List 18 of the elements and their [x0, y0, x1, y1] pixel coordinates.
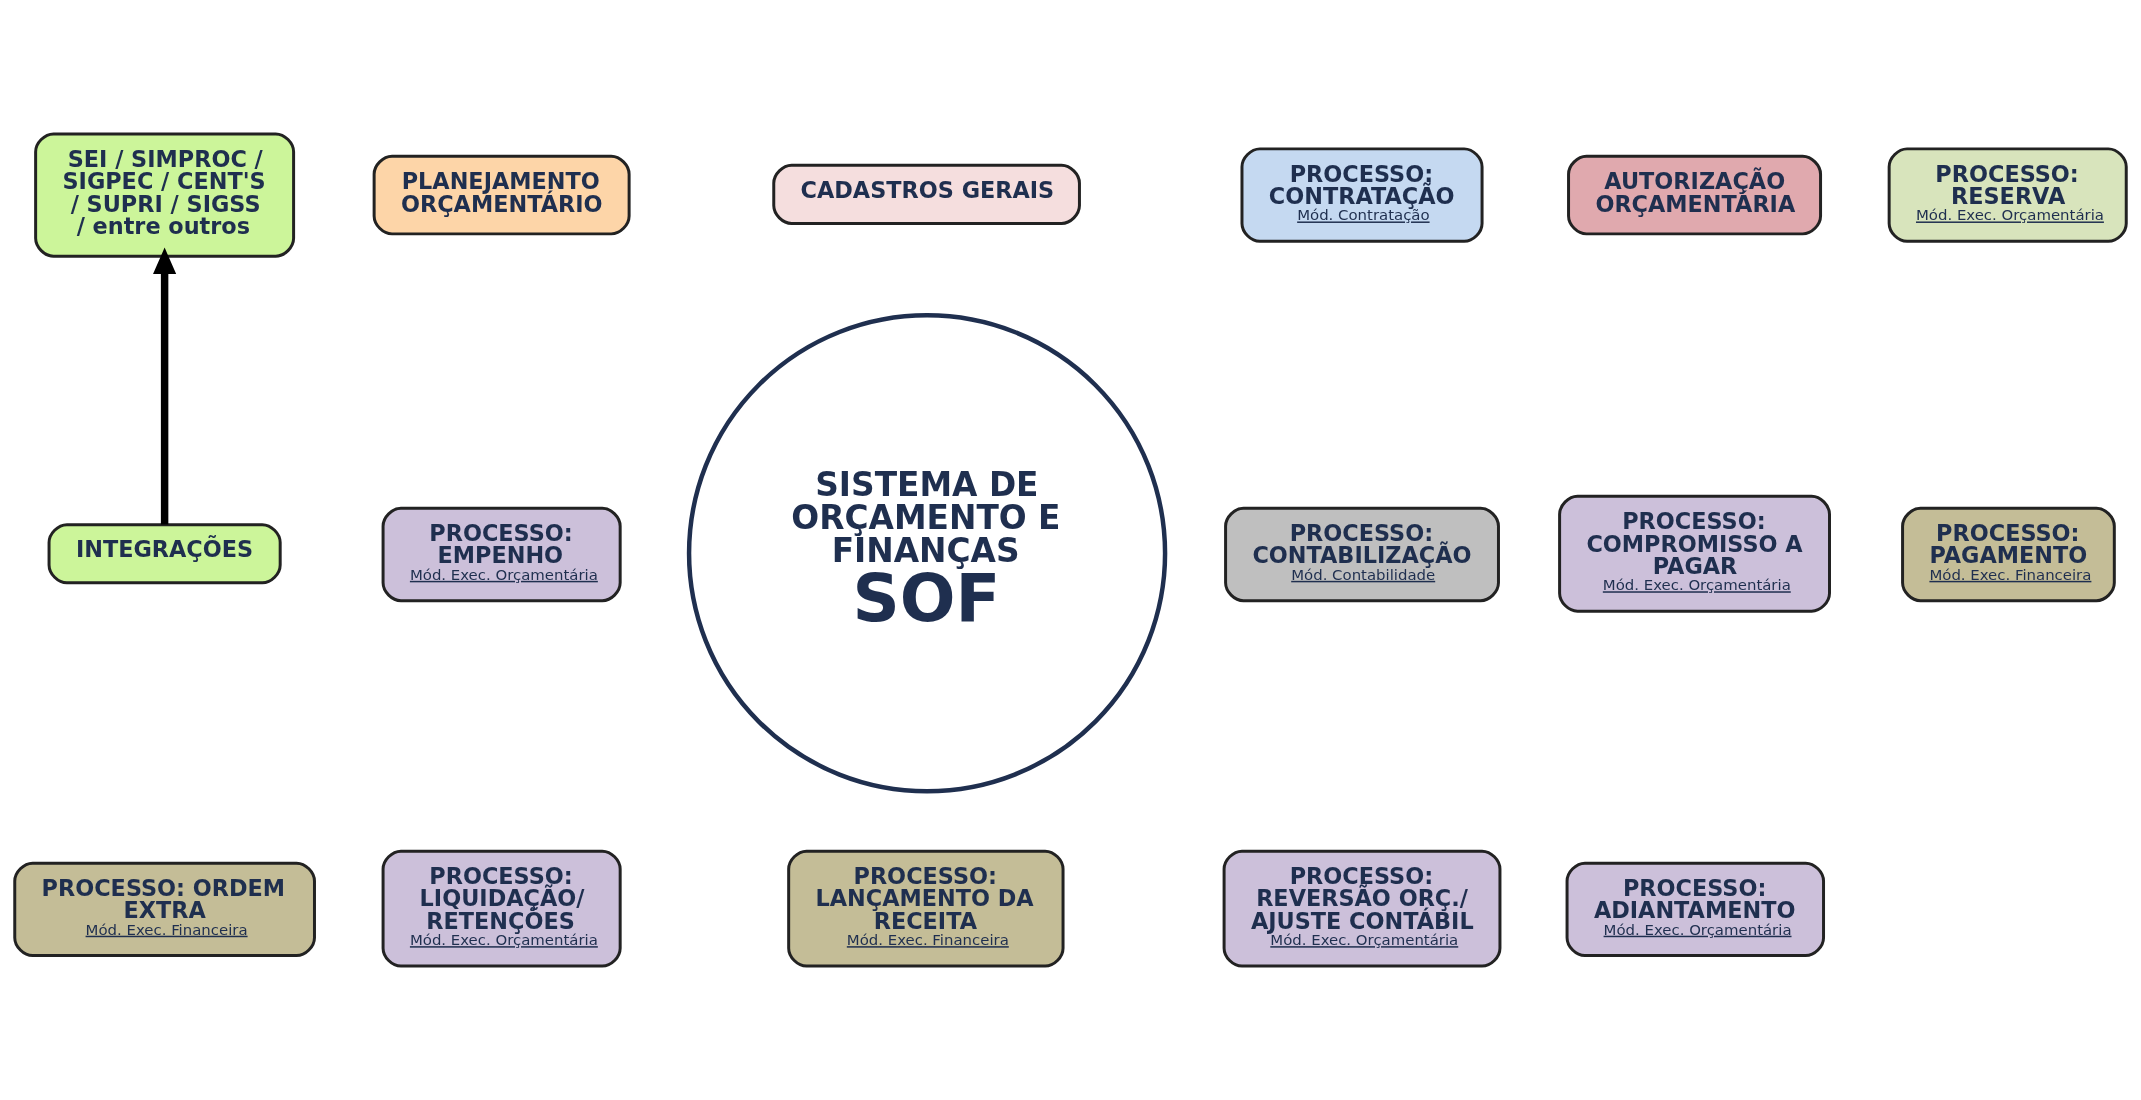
node-box: SEI / SIMPROC / SIGPEC / CENT'S / SUPRI / SIGSS / entre outros — [34, 132, 296, 258]
node-box: PROCESSO: CONTABILIZAÇÃO Mód. Contabilidade — [1224, 506, 1500, 603]
node-box: PROCESSO: PAGAMENTO Mód. Exec. Financeira — [1901, 506, 2116, 603]
arrow — [153, 247, 177, 525]
node-box: PROCESSO: LIQUIDAÇÃO/ RETENÇÕES Mód. Exec. Orçamentária — [381, 849, 622, 968]
node-box: PROCESSO: CONTRATAÇÃO Mód. Contratação — [1240, 147, 1484, 243]
node-box: PROCESSO: EMPENHO Mód. Exec. Orçamentária — [381, 506, 622, 603]
node-circle: SISTEMA DE ORÇAMENTO E FINANÇAS SOF — [686, 313, 1168, 794]
node-box: PLANEJAMENTO ORÇAMENTÁRIO — [372, 154, 631, 236]
node-box: PROCESSO: COMPROMISSO A PAGAR Mód. Exec. Orçamentária — [1558, 494, 1831, 613]
node-box: PROCESSO: ORDEM EXTRA Mód. Exec. Financeira — [13, 861, 316, 958]
node-box: AUTORIZAÇÃO ORÇAMENTÁRIA — [1567, 154, 1823, 236]
node-box: CADASTROS GERAIS — [772, 163, 1081, 225]
node-box: PROCESSO: REVERSÃO ORÇ./ AJUSTE CONTÁBIL Mód. Exec. Orçamentária — [1222, 849, 1502, 968]
node-box: PROCESSO: ADIANTAMENTO Mód. Exec. Orçamentária — [1565, 861, 1826, 958]
node-box: PROCESSO: LANÇAMENTO DA RECEITA Mód. Exec. Financeira — [787, 849, 1065, 968]
node-box: PROCESSO: RESERVA Mód. Exec. Orçamentária — [1887, 147, 2128, 243]
node-box: INTEGRAÇÕES — [47, 523, 282, 585]
